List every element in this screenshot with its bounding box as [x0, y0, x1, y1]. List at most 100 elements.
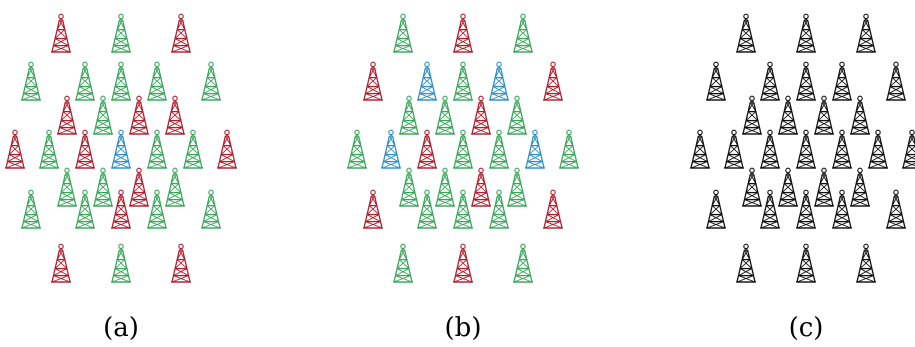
radio-tower-icon-green: [147, 129, 167, 169]
radio-tower-icon-green: [513, 243, 533, 283]
radio-tower-icon-green: [165, 167, 185, 207]
radio-tower-icon-green: [93, 167, 113, 207]
radio-tower-icon-green: [559, 129, 579, 169]
radio-tower-icon-green: [75, 189, 95, 229]
radio-tower-icon-green: [147, 61, 167, 101]
radio-tower-icon-green: [21, 189, 41, 229]
radio-tower-icon-black: [850, 95, 870, 135]
radio-tower-icon-green: [21, 61, 41, 101]
radio-tower-icon-black: [736, 243, 756, 283]
radio-tower-icon-green: [183, 129, 203, 169]
radio-tower-icon-blue: [111, 129, 131, 169]
radio-tower-icon-red: [171, 13, 191, 53]
radio-tower-icon-black: [706, 61, 726, 101]
radio-tower-icon-red: [543, 189, 563, 229]
radio-tower-icon-blue: [489, 61, 509, 101]
panel-a: [5, 13, 237, 283]
radio-tower-icon-green: [435, 95, 455, 135]
radio-tower-icon-red: [171, 243, 191, 283]
radio-tower-icon-green: [39, 129, 59, 169]
radio-tower-icon-green: [399, 95, 419, 135]
radio-tower-icon-black: [796, 243, 816, 283]
radio-tower-icon-green: [57, 167, 77, 207]
radio-tower-icon-green: [489, 129, 509, 169]
radio-tower-icon-black: [832, 189, 852, 229]
radio-tower-icon-black: [814, 95, 834, 135]
radio-tower-icon-green: [513, 13, 533, 53]
radio-tower-icon-green: [453, 129, 473, 169]
radio-tower-icon-red: [543, 61, 563, 101]
radio-tower-icon-blue: [381, 129, 401, 169]
radio-tower-icon-green: [147, 189, 167, 229]
radio-tower-icon-green: [417, 189, 437, 229]
radio-tower-icon-black: [832, 61, 852, 101]
radio-tower-icon-black: [814, 167, 834, 207]
radio-tower-icon-red: [471, 167, 491, 207]
radio-tower-icon-red: [363, 61, 383, 101]
radio-tower-icon-black: [760, 189, 780, 229]
radio-tower-icon-black: [902, 129, 915, 169]
radio-tower-icon-red: [51, 13, 71, 53]
radio-tower-icon-green: [507, 167, 527, 207]
radio-tower-icon-green: [399, 167, 419, 207]
radio-tower-icon-black: [706, 189, 726, 229]
radio-tower-icon-red: [471, 95, 491, 135]
radio-tower-icon-blue: [525, 129, 545, 169]
radio-tower-icon-black: [742, 95, 762, 135]
radio-tower-icon-red: [129, 167, 149, 207]
radio-tower-icon-green: [93, 95, 113, 135]
radio-tower-icon-black: [760, 129, 780, 169]
radio-tower-icon-black: [832, 129, 852, 169]
radio-tower-icon-green: [435, 167, 455, 207]
radio-tower-icon-red: [51, 243, 71, 283]
radio-tower-icon-green: [111, 13, 131, 53]
radio-tower-icon-green: [201, 189, 221, 229]
radio-tower-icon-red: [165, 95, 185, 135]
radio-tower-icon-red: [453, 13, 473, 53]
radio-tower-icon-red: [5, 129, 25, 169]
radio-tower-icon-green: [75, 61, 95, 101]
radio-tower-icon-black: [856, 243, 876, 283]
radio-tower-icon-red: [417, 129, 437, 169]
caption-b: (b): [445, 313, 482, 343]
radio-tower-icon-green: [201, 61, 221, 101]
radio-tower-icon-black: [778, 95, 798, 135]
radio-tower-icon-red: [217, 129, 237, 169]
radio-tower-icon-green: [111, 61, 131, 101]
radio-tower-icon-red: [75, 129, 95, 169]
radio-tower-icon-black: [796, 13, 816, 53]
radio-tower-icon-red: [111, 189, 131, 229]
radio-tower-icon-black: [868, 129, 888, 169]
radio-tower-icon-black: [724, 129, 744, 169]
radio-tower-icon-green: [453, 189, 473, 229]
caption-a: (a): [103, 313, 139, 343]
radio-tower-icon-black: [796, 61, 816, 101]
radio-tower-icon-black: [886, 189, 906, 229]
radio-tower-icon-black: [796, 189, 816, 229]
panel-c: [690, 13, 915, 283]
radio-tower-icon-green: [507, 95, 527, 135]
radio-tower-icon-black: [856, 13, 876, 53]
radio-tower-icon-black: [796, 129, 816, 169]
radio-tower-icon-black: [850, 167, 870, 207]
radio-tower-icon-green: [393, 243, 413, 283]
panel-b: [347, 13, 579, 283]
radio-tower-icon-black: [778, 167, 798, 207]
radio-tower-icon-red: [129, 95, 149, 135]
caption-c: (c): [789, 313, 824, 343]
radio-tower-icon-green: [111, 243, 131, 283]
radio-tower-icon-green: [347, 129, 367, 169]
radio-tower-icon-black: [736, 13, 756, 53]
radio-tower-icon-red: [363, 189, 383, 229]
radio-tower-icon-black: [886, 61, 906, 101]
radio-tower-icon-green: [393, 13, 413, 53]
radio-tower-icon-red: [57, 95, 77, 135]
radio-tower-icon-red: [453, 243, 473, 283]
radio-tower-icon-green: [489, 189, 509, 229]
radio-tower-icon-green: [453, 61, 473, 101]
radio-tower-icon-black: [690, 129, 710, 169]
radio-tower-icon-blue: [417, 61, 437, 101]
radio-tower-icon-black: [760, 61, 780, 101]
radio-tower-icon-black: [742, 167, 762, 207]
